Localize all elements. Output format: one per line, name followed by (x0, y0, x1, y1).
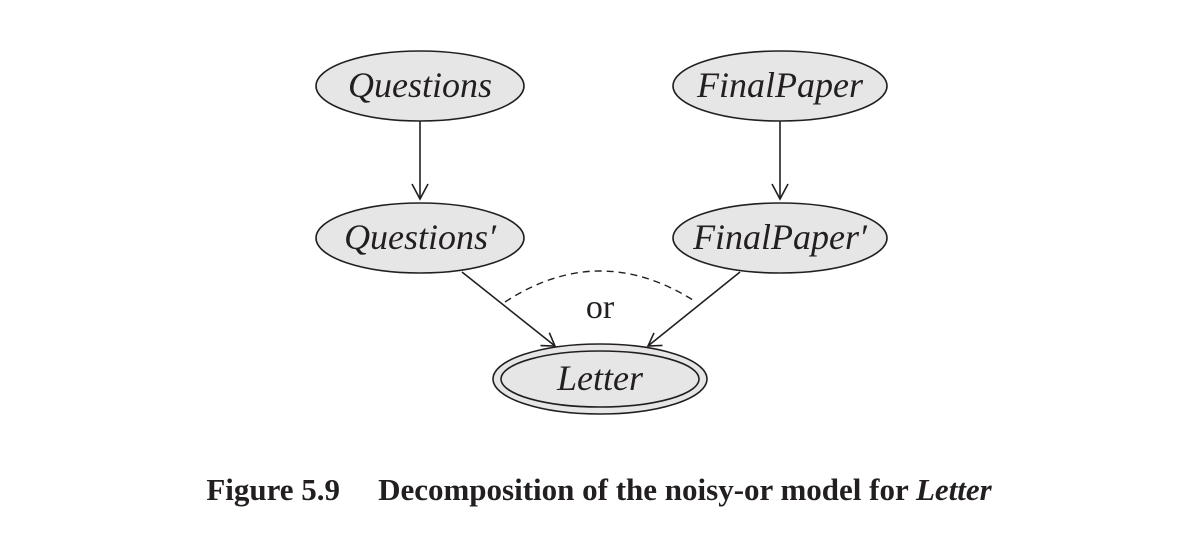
node-questions-label: Questions (348, 65, 492, 105)
edge-questions-prime-to-letter (461, 271, 557, 347)
node-finalpaper-prime-label: FinalPaper′ (692, 217, 868, 257)
figure-number: Figure 5.9 (206, 472, 341, 507)
node-letter: Letter (492, 343, 708, 415)
node-finalpaper-label: FinalPaper (696, 65, 864, 105)
figure-caption: Figure 5.9 Decomposition of the noisy-or … (0, 472, 1198, 508)
edge-finalpaper-to-finalpaper-prime (771, 120, 789, 201)
edge-finalpaper-prime-to-letter (646, 271, 741, 347)
node-finalpaper: FinalPaper (672, 50, 888, 122)
noisy-or-arc (504, 270, 697, 303)
node-letter-label: Letter (556, 358, 644, 398)
caption-emphasis: Letter (915, 472, 992, 507)
node-questions-prime: Questions′ (315, 202, 525, 274)
or-label: or (586, 289, 615, 326)
node-questions-prime-label: Questions′ (344, 217, 497, 257)
edge-questions-to-questions-prime (411, 120, 429, 201)
node-questions: Questions (315, 50, 525, 122)
caption-text: Decomposition of the noisy-or model for (378, 472, 916, 507)
node-finalpaper-prime: FinalPaper′ (672, 202, 888, 274)
